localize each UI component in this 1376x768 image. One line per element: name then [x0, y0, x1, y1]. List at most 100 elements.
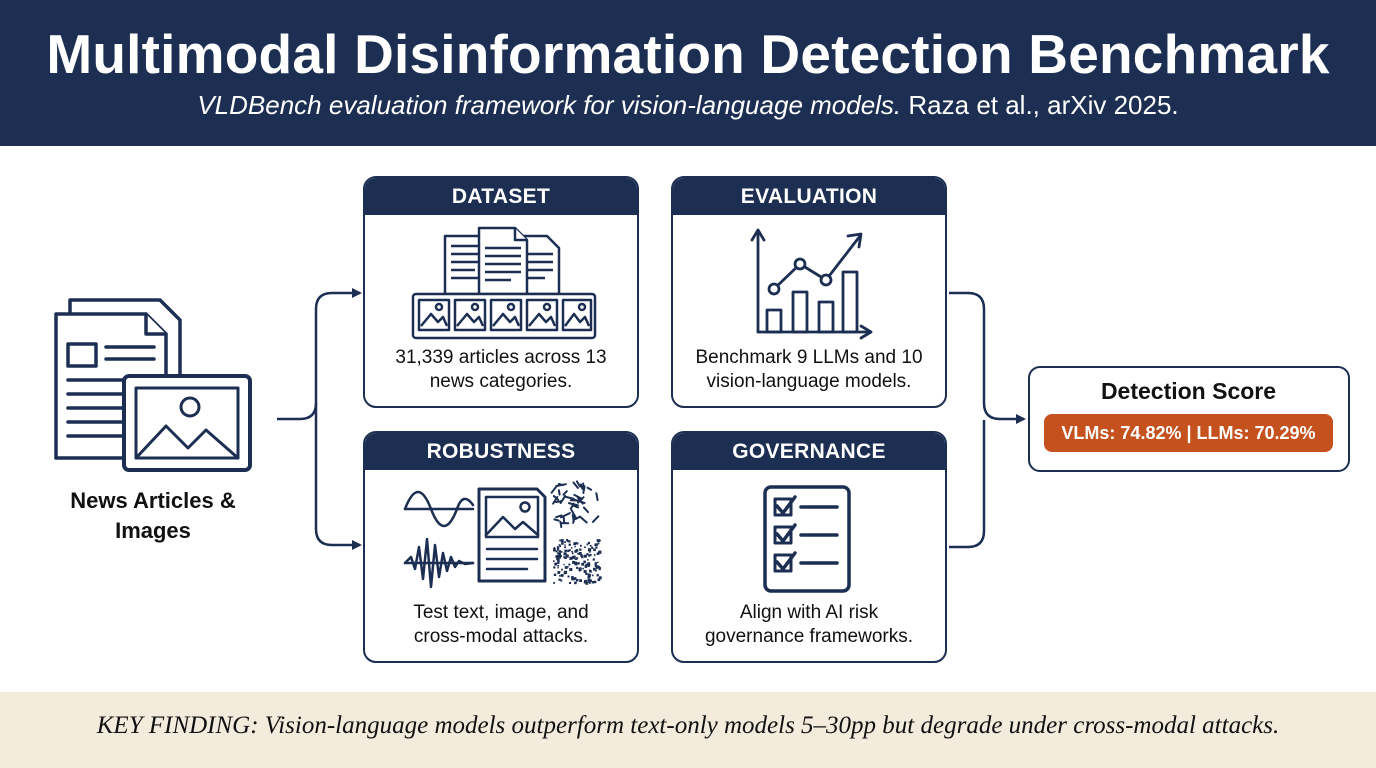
noise-stroke [559, 520, 563, 529]
noise-dot [589, 544, 592, 547]
noise-dot [597, 565, 600, 569]
noise-dot [560, 551, 563, 553]
noise-dot [567, 549, 570, 552]
noise-dot [578, 552, 582, 555]
noise-dot [568, 543, 571, 546]
noise-dot [588, 574, 591, 577]
noise-dot [583, 554, 587, 558]
noise-dot [579, 548, 582, 551]
noise-dot [597, 561, 599, 563]
noise-dot [564, 556, 567, 559]
dataset-card-description: 31,339 articles across 13 news categorie… [373, 346, 629, 394]
detection-score-badge: VLMs: 74.82% | LLMs: 70.29% [1044, 414, 1333, 452]
noise-dot [579, 579, 582, 582]
noise-dot [595, 543, 598, 546]
noise-stroke [557, 483, 564, 487]
noise-stroke [569, 502, 575, 510]
noise-dot [595, 546, 598, 549]
noise-dot [579, 544, 582, 547]
noise-dot [587, 562, 591, 566]
noise-dot [556, 557, 560, 561]
noise-dot [595, 567, 598, 569]
evaluation-desc-line2: vision-language models. [706, 371, 912, 392]
connector-source-trunk [277, 288, 362, 421]
noise-stroke [555, 514, 563, 519]
noise-dot [574, 550, 578, 553]
noise-dot [598, 576, 602, 580]
dataset-card-title: DATASET [365, 178, 637, 215]
noise-dot [579, 567, 582, 569]
detection-score-box: Detection Score VLMs: 74.82% | LLMs: 70.… [1028, 366, 1350, 472]
governance-card-description: Align with AI risk governance frameworks… [681, 601, 937, 649]
noise-dot [553, 566, 556, 569]
noise-dot [556, 546, 560, 549]
noise-dot [589, 582, 591, 585]
noise-stroke [580, 483, 584, 490]
noise-dot [576, 566, 579, 569]
noise-stroke [572, 504, 580, 509]
noise-stroke [579, 515, 588, 524]
noise-dot [589, 551, 591, 553]
source-label-line2: Images [115, 518, 191, 543]
noise-dot [571, 577, 574, 581]
noise-dot [597, 574, 599, 576]
noise-dot [580, 554, 583, 557]
noise-dot [594, 565, 597, 568]
noise-dot [587, 541, 590, 545]
noise-dot [598, 539, 601, 542]
noise-stroke [562, 516, 566, 524]
governance-card: GOVERNANCE Align with AI risk governance… [671, 431, 947, 663]
noise-stroke [563, 495, 575, 500]
noise-dot [593, 580, 597, 584]
noise-dot [563, 556, 566, 559]
key-finding-banner: KEY FINDING: Vision-language models outp… [0, 692, 1376, 768]
noise-dot [553, 549, 556, 552]
noise-dot [571, 550, 573, 553]
robustness-card-description: Test text, image, and cross-modal attack… [373, 601, 629, 649]
noise-stroke [575, 480, 582, 488]
dataset-desc-line2: news categories. [429, 371, 573, 392]
evaluation-card: EVALUATION Benchmark 9 LLMs and 10 visio… [671, 176, 947, 408]
robustness-desc-line2: cross-modal attacks. [413, 626, 589, 647]
noise-dot [559, 539, 561, 542]
noise-dot [564, 546, 567, 549]
noise-dot [565, 554, 569, 558]
page-subtitle: VLDBench evaluation framework for vision… [0, 90, 1376, 121]
noise-dot [587, 578, 590, 582]
noise-stroke [562, 490, 568, 496]
dataset-desc-line1: 31,339 articles across 13 [395, 347, 607, 368]
noise-dot [557, 560, 560, 564]
noise-dot [581, 562, 585, 566]
noise-dot [587, 559, 589, 561]
noise-dot [574, 577, 577, 580]
noise-dot [593, 548, 596, 552]
noise-dot [584, 565, 588, 568]
noise-dot [585, 563, 588, 566]
noise-dot [557, 548, 560, 551]
connector-source-to-robustness [314, 403, 362, 550]
source-label-line1: News Articles & [70, 488, 236, 513]
noise-dot [586, 543, 589, 546]
noise-dot [589, 570, 591, 573]
noise-dot [554, 562, 558, 566]
noise-dot [572, 555, 576, 559]
robustness-card: ROBUSTNESS Test text, image, and cross-m… [363, 431, 639, 663]
noise-dot [567, 575, 570, 578]
noise-dot [593, 567, 596, 571]
noise-dot [568, 540, 571, 543]
subtitle-citation: Raza et al., arXiv 2025. [901, 90, 1179, 120]
noise-dot [559, 574, 561, 577]
noise-dot [568, 549, 571, 552]
source-label: News Articles & Images [42, 486, 264, 546]
noise-dot [591, 574, 594, 577]
noise-dot [594, 562, 597, 565]
robustness-desc-line1: Test text, image, and [413, 602, 589, 623]
bar-line-chart-icon [750, 228, 873, 340]
noise-dot [574, 581, 577, 585]
noise-dot [575, 558, 578, 560]
noise-dot [594, 569, 597, 572]
connector-governance-out [949, 420, 986, 549]
noise-stroke [570, 508, 578, 520]
governance-desc-line1: Align with AI risk [739, 602, 879, 623]
